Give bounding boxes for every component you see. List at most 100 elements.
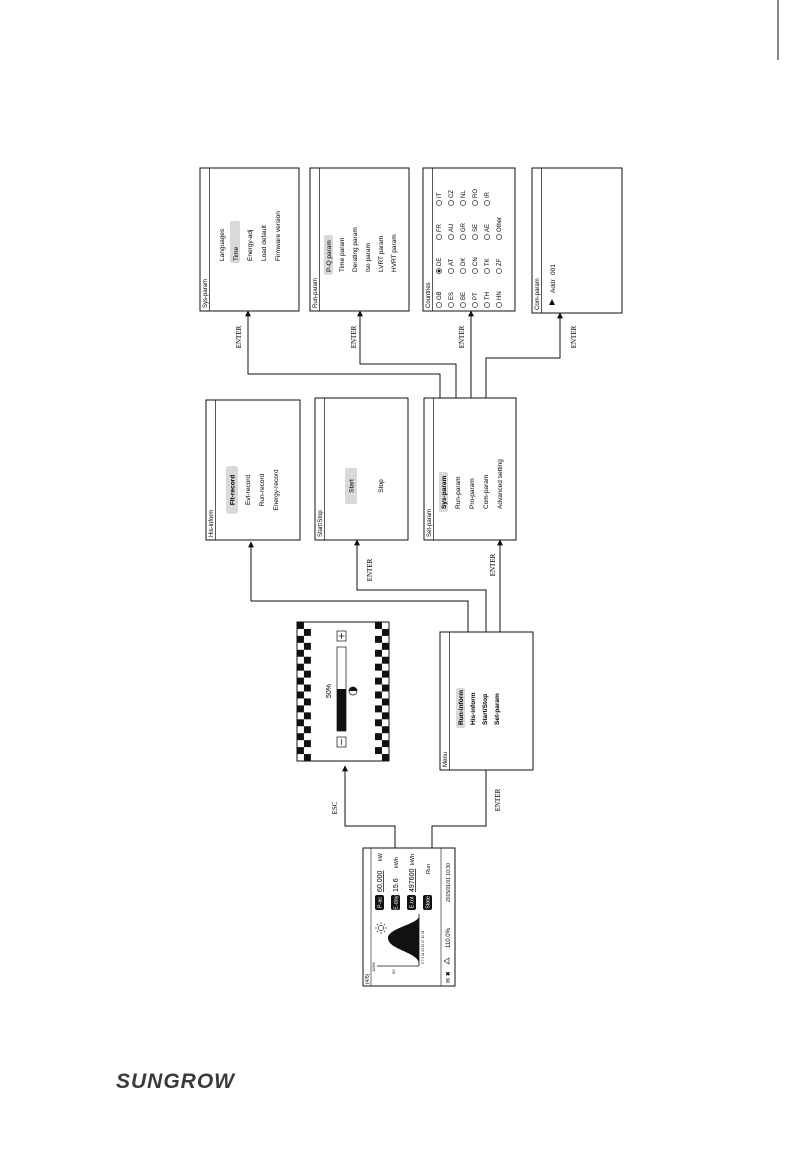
country-radio[interactable]	[472, 302, 478, 308]
country-radio[interactable]	[484, 302, 490, 308]
checker-square	[297, 663, 304, 671]
checker-square	[381, 628, 389, 636]
country-radio[interactable]	[496, 302, 502, 308]
country-code: IT	[437, 192, 443, 198]
com-param-screen: Com-param Addr 001	[531, 167, 623, 314]
checker-square	[375, 677, 382, 685]
country-radio[interactable]	[460, 200, 466, 206]
state-value: Run	[426, 864, 432, 874]
start-stop-highlight	[345, 468, 357, 504]
set-item-sys-param[interactable]: Sys-param	[441, 476, 448, 509]
sys-item-firmware[interactable]: Firmware version	[275, 211, 282, 261]
set-item-advanced[interactable]: Advanced setting	[497, 459, 504, 509]
set-param-screen: Set-param Sys-param Run-param Pro-param …	[423, 397, 517, 541]
checker-square	[381, 684, 389, 692]
e-tot-unit: kWh	[410, 854, 416, 865]
p-ac-value: 60.000	[377, 870, 384, 892]
run-item-time-param[interactable]: Time param	[339, 238, 346, 272]
connector-setparam-to-run	[357, 310, 457, 398]
com-addr-value[interactable]: 001	[550, 264, 557, 275]
checker-square	[297, 649, 304, 657]
home-axis-ticks: 5 7 9 11 13 15 17 19 21	[421, 930, 425, 964]
country-radio[interactable]	[448, 234, 454, 240]
checker-square	[375, 747, 382, 755]
checker-square	[303, 712, 311, 720]
his-item-evt-record[interactable]: Evt-record	[245, 475, 252, 505]
country-radio[interactable]	[496, 268, 502, 274]
country-radio[interactable]	[436, 234, 442, 240]
e-day-value: 15.6	[393, 878, 400, 892]
run-item-iso-param[interactable]: Iso param	[365, 243, 372, 272]
e-day-label: E-day	[394, 895, 400, 910]
run-item-lvrt-param[interactable]: LVRT param	[378, 236, 385, 272]
menu-item-set-param[interactable]: Set-param	[494, 693, 501, 725]
start-option[interactable]: Start	[349, 479, 356, 493]
sys-item-load-default[interactable]: Load default	[261, 225, 268, 261]
home-page-number: (4/5)	[365, 973, 371, 984]
run-item-derating-param[interactable]: Derating param	[352, 227, 359, 272]
checker-square	[375, 622, 382, 629]
country-radio[interactable]	[460, 234, 466, 240]
connector-setparam-to-com	[485, 312, 563, 398]
country-radio[interactable]	[448, 200, 454, 206]
enter-label-run: ENTER	[350, 325, 358, 348]
p-ac-badge	[375, 895, 384, 910]
checker-square	[375, 691, 382, 699]
sys-item-time[interactable]: Time	[233, 246, 240, 261]
checker-square	[297, 733, 304, 741]
country-code: RO	[473, 189, 479, 198]
com-param-title: Com-param	[535, 278, 541, 310]
set-item-com-param[interactable]: Com-param	[483, 475, 490, 509]
menu-item-run-inform[interactable]: Run-inform	[458, 690, 465, 725]
sys-item-energy-adj[interactable]: Energy-adj	[247, 230, 254, 261]
country-radio[interactable]	[484, 200, 490, 206]
set-item-run-param[interactable]: Run-param	[455, 476, 462, 509]
e-tot-badge	[407, 895, 416, 910]
country-radio[interactable]	[460, 268, 466, 274]
his-item-run-record[interactable]: Run-record	[259, 473, 266, 506]
home-screen: (4/5) 110% 50 5 7 9 11 13 15 17 19 21 P-…	[362, 847, 456, 987]
p-ac-label: P-ac	[378, 897, 384, 909]
country-code: IR	[485, 191, 491, 198]
country-radio[interactable]	[448, 302, 454, 308]
menu-item-start-stop[interactable]: Start/Stop	[482, 694, 489, 725]
his-item-flt-record[interactable]: Flt-record	[230, 475, 237, 505]
home-status-icons: ✉ ✖	[445, 971, 452, 983]
his-inform-screen: His-inform Flt-record Evt-record Run-rec…	[205, 399, 301, 541]
his-inform-highlight	[226, 466, 238, 514]
country-code: DK	[461, 258, 467, 266]
country-radio[interactable]	[472, 268, 478, 274]
set-item-pro-param[interactable]: Pro-param	[469, 478, 476, 509]
country-radio[interactable]	[436, 200, 442, 206]
country-code: TK	[485, 258, 491, 266]
e-tot-value: 497600	[409, 869, 416, 892]
enter-label-setparam: ENTER	[489, 553, 497, 576]
country-radio[interactable]	[472, 200, 478, 206]
run-item-pq-param[interactable]: P-Q param	[326, 240, 333, 272]
checker-square	[381, 726, 389, 734]
checker-square	[381, 712, 389, 720]
country-radio[interactable]	[496, 234, 502, 240]
run-param-title: Run-param	[313, 278, 319, 308]
country-code: BE	[461, 292, 467, 300]
stop-option[interactable]: Stop	[378, 479, 385, 493]
country-radio[interactable]	[436, 302, 442, 308]
checker-square	[297, 677, 304, 685]
country-code: TH	[485, 292, 491, 300]
sys-item-languages[interactable]: Languages	[219, 228, 226, 261]
country-code: DE	[437, 258, 443, 266]
menu-item-his-inform[interactable]: His-inform	[470, 692, 477, 725]
country-radio[interactable]	[448, 268, 454, 274]
countries-screen: Countries GBDEFRITESATAUCZBEDKGRNLPTCNSE…	[422, 167, 516, 312]
country-radio[interactable]	[484, 234, 490, 240]
set-param-title: Set-param	[427, 509, 433, 537]
checker-square	[297, 705, 304, 713]
country-radio[interactable]	[484, 268, 490, 274]
run-item-hvrt-param[interactable]: HVRT param	[391, 234, 398, 272]
start-stop-screen: Start/Stop Start Stop	[314, 397, 409, 541]
country-grid: GBDEFRITESATAUCZBEDKGRNLPTCNSEROTHTKAEIR…	[436, 189, 503, 308]
his-item-energy-record[interactable]: Energy-record	[273, 469, 280, 511]
country-radio[interactable]	[472, 234, 478, 240]
checker-border-left	[297, 622, 311, 761]
country-radio[interactable]	[460, 302, 466, 308]
